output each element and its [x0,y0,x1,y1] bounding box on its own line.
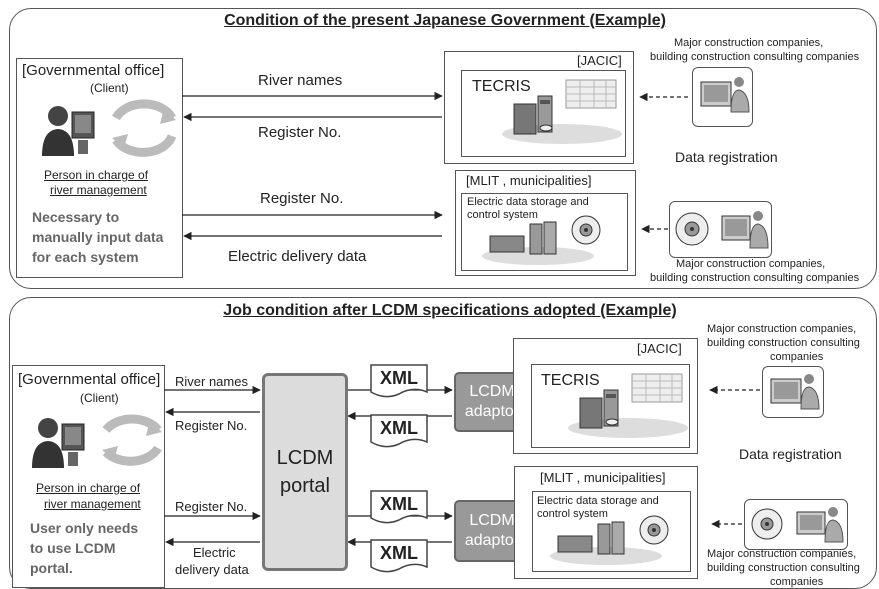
top-storage-line2: control system [467,209,538,221]
bottom-companies-1-line1: Major construction companies, [707,323,857,335]
xml-document-4: XML [370,539,428,573]
bottom-person-line1: Person in charge of [36,481,141,495]
lcdm-portal-box: LCDM portal [262,373,348,571]
top-person-line2: river management [50,183,147,197]
bottom-label-register-no-2: Register No. [175,499,248,514]
adaptor-2-line1: LCDM [469,512,515,529]
bottom-person-line2: river management [44,497,141,511]
xml-label-4: XML [380,543,418,563]
bottom-storage-line1: Electric data storage and [537,495,659,507]
bottom-label-register-no-1: Register No. [175,418,248,433]
top-storage-line1: Electric data storage and [467,196,589,208]
top-companies-2-line2: building construction consulting compani… [650,272,860,284]
top-companies-1-line2: building construction consulting compani… [650,51,860,63]
top-company-terminal-1 [692,67,753,127]
bottom-person-computer-icon [26,408,166,478]
bottom-companies-2-line3: companies [770,576,824,588]
bottom-label-electric-line2: delivery data [175,562,249,577]
top-person-computer-icon [36,96,177,166]
top-data-registration: Data registration [675,149,778,165]
top-mlit-label: [MLIT , municipalities] [466,173,592,188]
bottom-companies-1-line3: companies [770,351,824,363]
top-label-register-no-1: Register No. [258,124,342,141]
xml-document-3: XML [370,490,428,524]
top-client-label: (Client) [90,81,129,95]
bottom-note-line3: portal. [30,560,73,576]
bottom-gov-office-label: [Governmental office] [18,371,161,388]
adaptor-1-line2: adaptor [464,403,520,420]
xml-label-1: XML [380,368,418,388]
bottom-company-terminal-1 [762,366,824,418]
bottom-gov-office-box [12,365,165,588]
bottom-label-electric-line1: Electric [193,545,236,560]
bottom-note-line2: to use LCDM [30,540,116,556]
bottom-storage-server-icon [548,512,688,568]
bottom-client-label: (Client) [80,391,119,405]
top-tecris-server-icon [500,76,622,146]
bottom-note-line1: User only needs [30,520,139,536]
top-companies-1-line1: Major construction companies, [674,37,824,49]
bottom-companies-1-line2: building construction consulting [707,337,860,349]
top-panel-title: Condition of the present Japanese Govern… [224,12,666,29]
top-note-line3: for each system [32,249,139,265]
xml-document-1: XML [370,364,428,398]
top-label-register-no-2: Register No. [260,190,344,207]
bottom-storage-line2: control system [537,508,608,520]
adaptor-2-line2: adaptor [464,532,520,549]
top-jacic-label: [JACIC] [577,53,622,68]
bottom-jacic-label: [JACIC] [637,341,682,356]
xml-label-2: XML [380,418,418,438]
top-gov-office-box [16,58,183,278]
bottom-company-terminal-2 [744,499,848,550]
bottom-data-registration: Data registration [739,446,842,462]
top-note-line1: Necessary to [32,209,120,225]
top-tecris-label: TECRIS [472,78,531,95]
xml-document-2: XML [370,414,428,448]
bottom-companies-2-line1: Major construction companies, [707,548,857,560]
bottom-mlit-label: [MLIT , municipalities] [540,470,666,485]
top-label-electric-delivery: Electric delivery data [228,248,367,265]
bottom-tecris-server-icon [566,370,688,440]
adaptor-1-line1: LCDM [469,383,515,400]
lcdm-portal-line1: LCDM [276,447,334,469]
bottom-panel-title: Job condition after LCDM specifications … [223,302,677,319]
top-person-line1: Person in charge of [44,168,149,182]
xml-label-3: XML [380,494,418,514]
lcdm-portal-line2: portal [279,475,330,497]
top-storage-server-icon [480,212,620,268]
top-label-river-names: River names [258,72,343,89]
top-note-line2: manually input data [32,229,164,245]
bottom-label-river-names: River names [175,374,248,389]
top-gov-office-label: [Governmental office] [22,62,165,79]
bottom-tecris-label: TECRIS [541,372,600,389]
top-company-terminal-2 [669,201,772,258]
bottom-companies-2-line2: building construction consulting [707,562,860,574]
top-companies-2-line1: Major construction companies, [676,258,826,270]
